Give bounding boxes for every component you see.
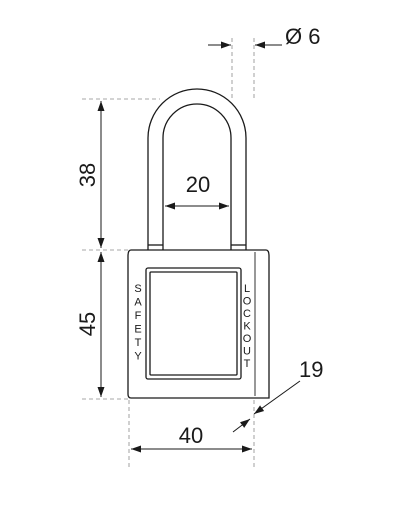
dim-19-label: 19 (299, 357, 323, 382)
dim-45-label: 45 (75, 312, 100, 336)
label-window-outer (145, 267, 242, 380)
dim-body-width: 40 (131, 423, 252, 453)
label-window-inner (149, 271, 238, 376)
dim-diameter: Ø 6 (208, 24, 320, 49)
shackle-inner (162, 103, 232, 250)
extension-lines (82, 38, 255, 470)
dim-body-thickness: 19 (232, 357, 323, 433)
lock-body (127, 249, 270, 399)
dim-40-label: 40 (179, 423, 203, 448)
dim-19-arrow-lower (232, 418, 251, 433)
body-outline (127, 249, 270, 399)
dim-body-height: 45 (75, 252, 105, 397)
dim-shackle-height: 38 (75, 101, 105, 248)
dim-20-label: 20 (186, 172, 210, 197)
shackle-outer (147, 88, 247, 250)
dim-38-label: 38 (75, 163, 100, 187)
dim-19-leader (253, 380, 301, 415)
dim-shackle-clearance: 20 (165, 172, 229, 210)
dim-diameter-label: Ø 6 (285, 24, 320, 49)
shackle (147, 88, 247, 250)
